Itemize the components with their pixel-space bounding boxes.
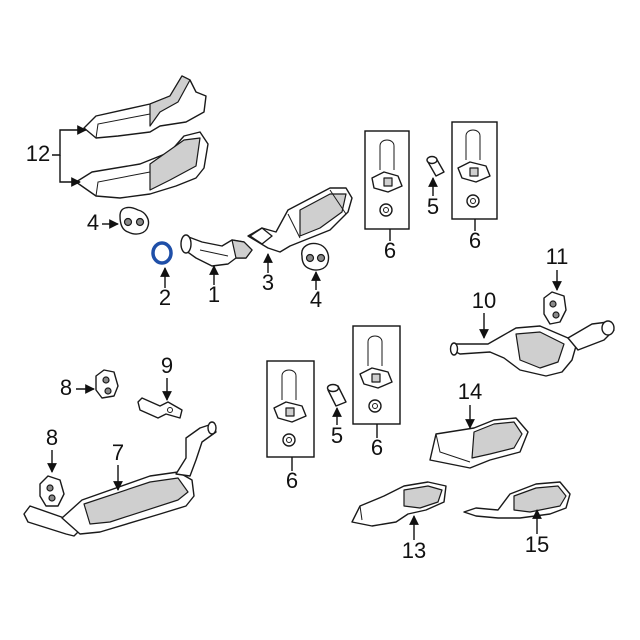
callout-3: 3 bbox=[262, 270, 274, 295]
callout-11: 11 bbox=[546, 244, 569, 269]
clamp-kit-box-a[interactable] bbox=[364, 130, 410, 230]
sleeve-lower-part[interactable] bbox=[326, 383, 347, 407]
callout-8b: 8 bbox=[46, 425, 58, 450]
callout-8a: 8 bbox=[60, 375, 72, 400]
callout-6b: 6 bbox=[469, 228, 481, 253]
callout-13: 13 bbox=[402, 538, 426, 563]
callout-14: 14 bbox=[458, 379, 482, 404]
hanger-11-part[interactable] bbox=[543, 291, 567, 325]
clamp-kit-box-d[interactable] bbox=[266, 360, 315, 458]
hanger-8-upper-part[interactable] bbox=[95, 369, 119, 399]
callout-6d: 6 bbox=[286, 468, 298, 493]
callout-1: 1 bbox=[208, 282, 220, 307]
gasket-part[interactable] bbox=[151, 241, 173, 265]
heat-shield-lower-part[interactable] bbox=[75, 131, 209, 199]
callout-2: 2 bbox=[159, 285, 171, 310]
callout-6a: 6 bbox=[384, 238, 396, 263]
intermediate-muffler-part[interactable] bbox=[23, 421, 217, 537]
callout-15: 15 bbox=[525, 532, 549, 557]
callout-9: 9 bbox=[161, 353, 173, 378]
leader-12 bbox=[52, 125, 87, 156]
rear-muffler-part[interactable] bbox=[449, 320, 615, 377]
sleeve-upper-part[interactable] bbox=[426, 155, 445, 177]
callout-4b: 4 bbox=[310, 287, 322, 312]
exhaust-hanger-right-part[interactable] bbox=[301, 242, 330, 271]
leader-12b bbox=[59, 155, 81, 187]
clamp-kit-box-c[interactable] bbox=[352, 325, 401, 425]
exhaust-hanger-left-part[interactable] bbox=[119, 206, 150, 235]
callout-5b: 5 bbox=[331, 423, 343, 448]
callout-6c: 6 bbox=[371, 435, 383, 460]
callout-4a: 4 bbox=[87, 210, 99, 235]
callout-7: 7 bbox=[112, 440, 124, 465]
front-pipe-part[interactable] bbox=[180, 234, 253, 267]
callout-12: 12 bbox=[26, 141, 50, 166]
heat-shield-upper-part[interactable] bbox=[83, 75, 207, 139]
heat-shield-14-part[interactable] bbox=[429, 417, 529, 469]
catalytic-converter-part[interactable] bbox=[247, 187, 353, 253]
heat-shield-15-part[interactable] bbox=[463, 481, 571, 519]
hanger-8-lower-part[interactable] bbox=[39, 475, 65, 507]
heat-shield-13-part[interactable] bbox=[351, 481, 447, 527]
bracket-9-part[interactable] bbox=[137, 397, 183, 419]
callout-5a: 5 bbox=[427, 194, 439, 219]
callout-10: 10 bbox=[472, 288, 496, 313]
clamp-kit-box-b[interactable] bbox=[451, 121, 498, 220]
